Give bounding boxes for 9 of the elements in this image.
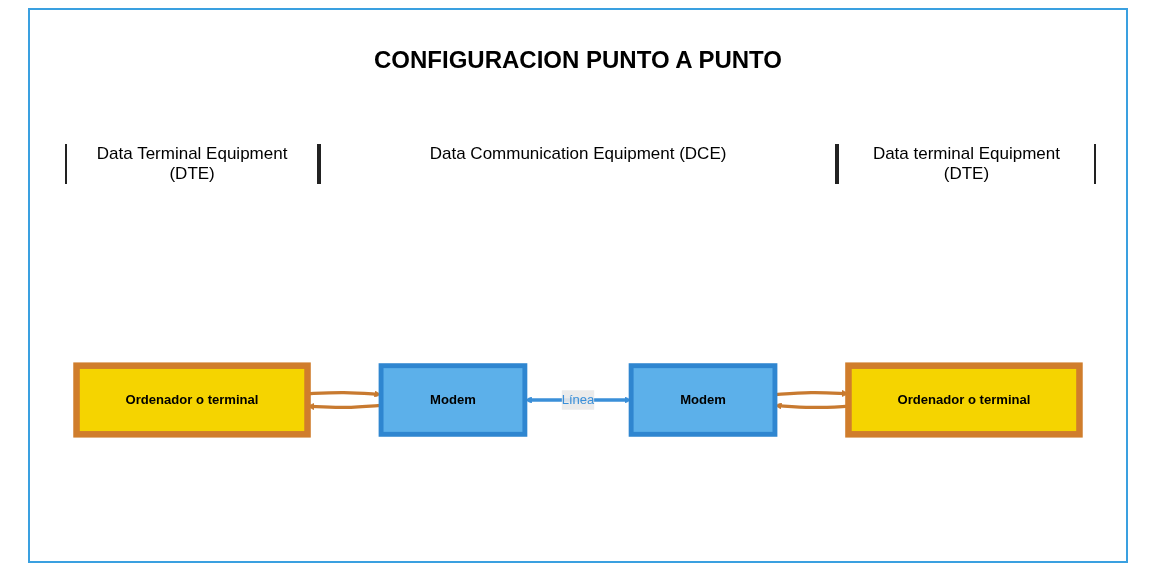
edge-label: Línea: [561, 392, 595, 407]
dimension-label: Data Terminal Equipment (DTE): [65, 144, 320, 184]
node-box: Modem: [628, 363, 778, 437]
dimension-label: Data Communication Equipment (DCE): [319, 144, 837, 184]
node-box: Modem: [378, 363, 528, 437]
dimension-label: Data terminal Equipment (DTE): [836, 144, 1096, 184]
node-box: Ordenador o terminal: [73, 362, 311, 438]
diagram-title: CONFIGURACION PUNTO A PUNTO: [373, 46, 783, 74]
node-box: Ordenador o terminal: [845, 362, 1083, 438]
